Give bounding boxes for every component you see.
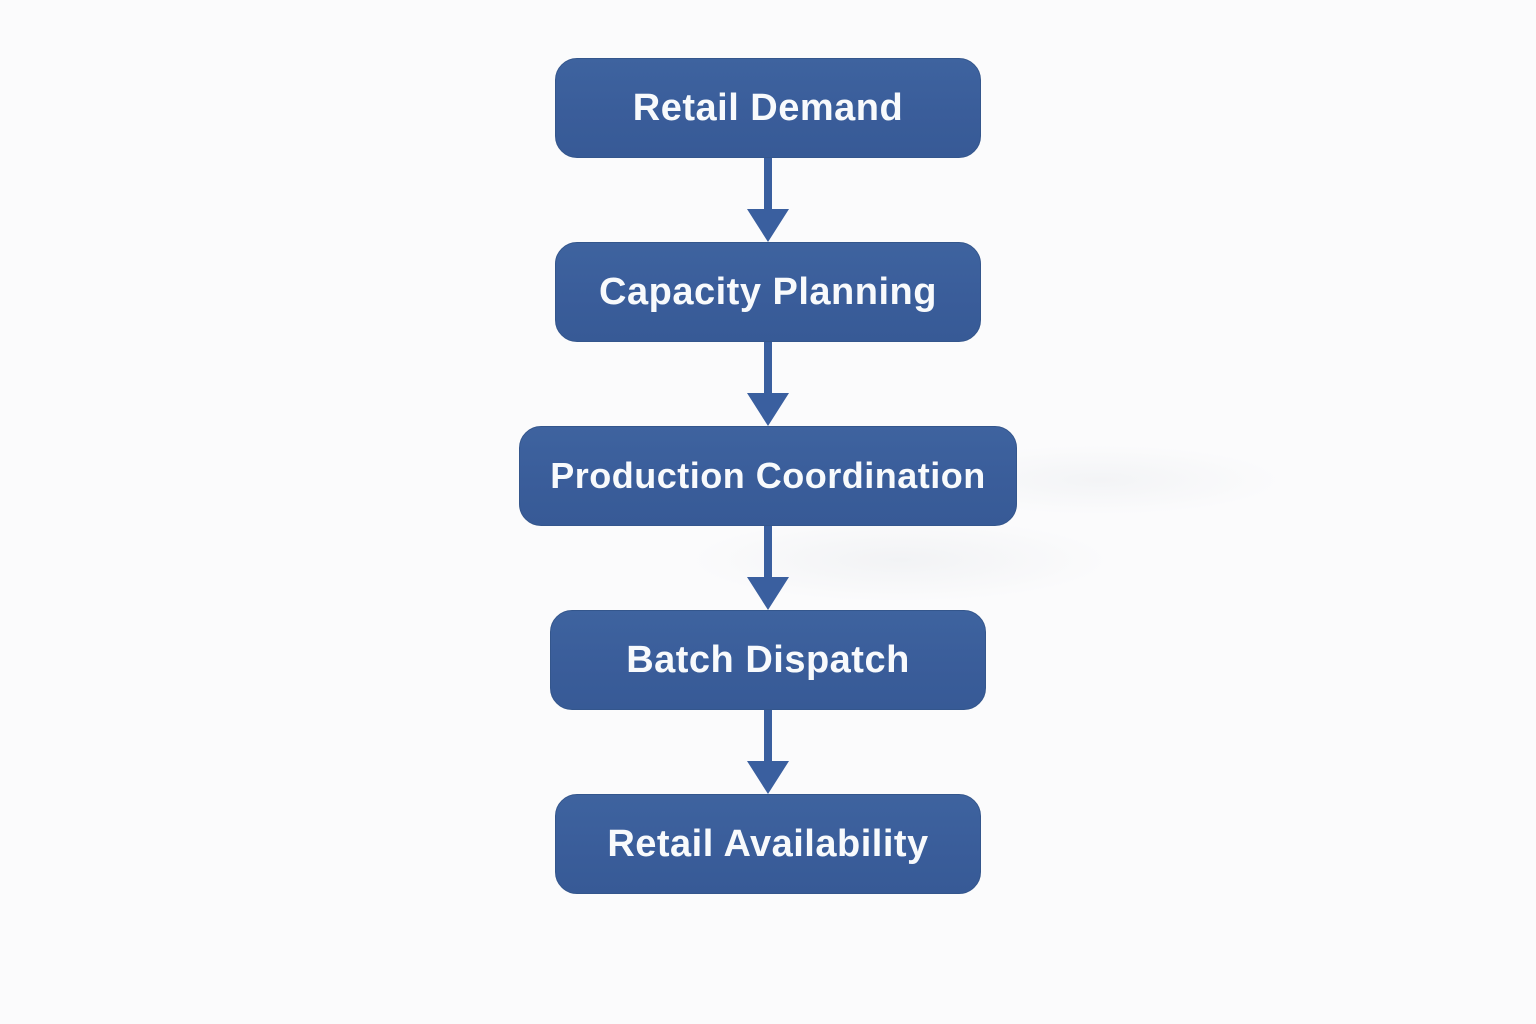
flow-node-retail-demand: Retail Demand bbox=[555, 58, 981, 158]
flow-node-label: Batch Dispatch bbox=[626, 638, 910, 681]
arrow-stem bbox=[764, 158, 772, 209]
flow-node-batch-dispatch: Batch Dispatch bbox=[550, 610, 986, 710]
flowchart: Retail Demand Capacity Planning Producti… bbox=[0, 58, 1536, 894]
flow-node-capacity-planning: Capacity Planning bbox=[555, 242, 981, 342]
arrow-head bbox=[747, 761, 789, 794]
flow-node-label: Retail Availability bbox=[607, 822, 929, 865]
arrow-head bbox=[747, 577, 789, 610]
arrow-stem bbox=[764, 526, 772, 577]
arrow-down-icon bbox=[747, 158, 789, 242]
arrow-down-icon bbox=[747, 710, 789, 794]
arrow-down-icon bbox=[747, 526, 789, 610]
flow-node-retail-availability: Retail Availability bbox=[555, 794, 981, 894]
flow-node-label: Retail Demand bbox=[632, 86, 904, 129]
arrow-down-icon bbox=[747, 342, 789, 426]
arrow-stem bbox=[764, 710, 772, 761]
arrow-head bbox=[747, 209, 789, 242]
arrow-head bbox=[747, 393, 789, 426]
arrow-stem bbox=[764, 342, 772, 393]
flow-node-label: Capacity Planning bbox=[599, 270, 937, 313]
flow-node-label: Production Coordination bbox=[550, 455, 986, 496]
flow-node-production-coordination: Production Coordination bbox=[519, 426, 1017, 526]
